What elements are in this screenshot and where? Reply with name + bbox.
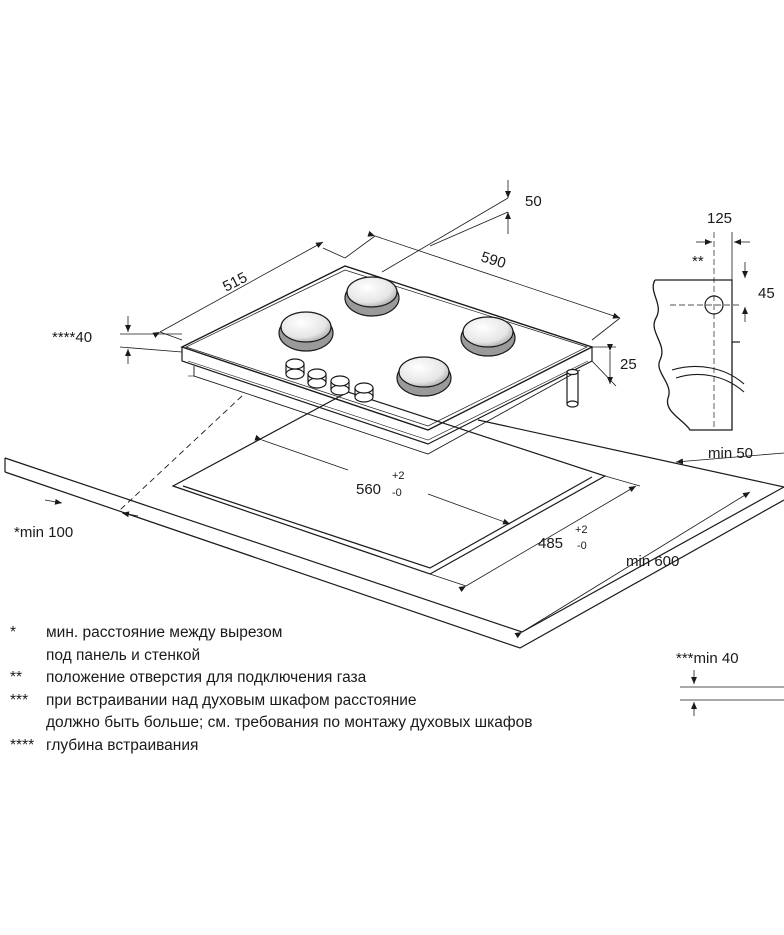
dim-min-back: min 50 xyxy=(708,445,753,462)
knob-2 xyxy=(307,368,327,389)
dim-build-depth: ****40 xyxy=(52,329,92,346)
front-clearance-dashed xyxy=(119,395,243,511)
burner-back xyxy=(344,276,400,317)
note-3-mark: *** xyxy=(10,691,29,709)
note-3: *** при встраивании над духовым шкафом р… xyxy=(10,690,750,735)
side-section-view xyxy=(652,232,745,431)
note-1-line-1: мин. расстояние между вырезом xyxy=(46,624,283,641)
note-3-line-2: должно быть больше; см. требования по мо… xyxy=(46,714,533,731)
gas-connector xyxy=(566,368,579,408)
note-3-line-1: при встраивании над духовым шкафом расст… xyxy=(46,691,417,709)
note-1-line-2: под панель и стенкой xyxy=(46,646,201,664)
dim-cutout-depth-tol-minus: -0 xyxy=(577,540,587,552)
note-1: * мин. расстояние между вырезом под пане… xyxy=(10,622,750,667)
dim-top-depth: 50 xyxy=(525,193,542,210)
note-2: ** положение отверстия для подключения г… xyxy=(10,667,750,690)
dim-min-worktop: min 600 xyxy=(626,553,679,570)
burner-right xyxy=(460,316,516,357)
note-4-mark: **** xyxy=(10,736,35,754)
dim-min-below: ***min 40 xyxy=(676,650,739,667)
dim-hob-height: 25 xyxy=(620,356,637,373)
control-knobs xyxy=(285,358,374,403)
note-4-line-1: глубина встраивания xyxy=(46,736,199,754)
dim-cutout-depth: 485 xyxy=(538,535,563,552)
burner-front xyxy=(396,356,452,397)
dim-hob-depth: 515 xyxy=(220,269,250,296)
note-4: **** глубина встраивания xyxy=(10,735,750,758)
knob-1 xyxy=(285,358,305,380)
worktop xyxy=(4,419,784,649)
knob-4 xyxy=(354,382,374,403)
dim-gas-height: 45 xyxy=(758,285,775,302)
note-2-mark: ** xyxy=(10,669,23,686)
dim-cutout-width-tol-minus: -0 xyxy=(392,487,402,499)
note-1-mark: * xyxy=(10,624,17,641)
burner-left xyxy=(278,311,334,352)
knob-3 xyxy=(330,375,350,396)
note-2-line-1: положение отверстия для подключения газа xyxy=(46,669,367,686)
dim-cutout-depth-tol-plus: +2 xyxy=(575,524,588,536)
footnotes: * мин. расстояние между вырезом под пане… xyxy=(10,622,750,757)
dim-min-front: *min 100 xyxy=(14,524,73,541)
dim-cutout-width-tol-plus: +2 xyxy=(392,470,405,482)
dim-gas-marker: ** xyxy=(692,253,704,270)
dimension-lines xyxy=(44,180,784,716)
dim-hob-width: 590 xyxy=(479,249,508,273)
dim-side-gap: 125 xyxy=(707,210,732,227)
dim-cutout-width: 560 xyxy=(356,481,381,498)
